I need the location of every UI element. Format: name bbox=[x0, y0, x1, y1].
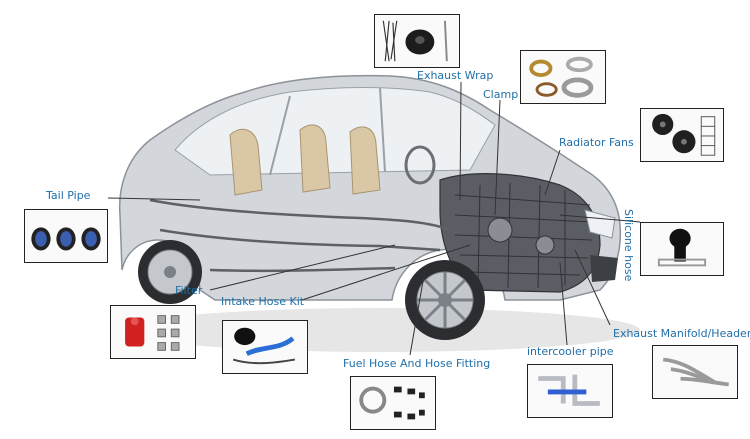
silicone-hose-image bbox=[640, 222, 724, 276]
fuel-hose-image bbox=[350, 376, 436, 430]
label-exhaust-wrap: Exhaust Wrap bbox=[417, 69, 494, 82]
tail-pipe-image bbox=[24, 209, 108, 263]
label-silicone-hose: Silicone hose bbox=[622, 209, 635, 282]
callout-lines bbox=[107, 81, 641, 356]
label-clamp: Clamp bbox=[483, 88, 519, 101]
intercooler-pipe-image bbox=[527, 364, 613, 418]
exhaust-wrap-image bbox=[374, 14, 460, 68]
radiator-fans-image bbox=[640, 108, 724, 162]
exhaust-manifold-image bbox=[652, 345, 738, 399]
label-tail-pipe: Tail Pipe bbox=[46, 189, 91, 202]
label-intercooler-pipe: intercooler pipe bbox=[527, 345, 614, 358]
filter-image bbox=[110, 305, 196, 359]
clamp-image bbox=[520, 50, 606, 104]
intake-hose-kit-image bbox=[222, 320, 308, 374]
label-filter: Filter bbox=[175, 284, 203, 297]
label-exhaust-manifold: Exhaust Manifold/Header bbox=[613, 327, 750, 340]
label-intake-hose-kit: Intake Hose Kit bbox=[221, 295, 305, 308]
label-fuel-hose: Fuel Hose And Hose Fitting bbox=[343, 357, 491, 370]
label-radiator-fans: Radiator Fans bbox=[559, 136, 634, 149]
